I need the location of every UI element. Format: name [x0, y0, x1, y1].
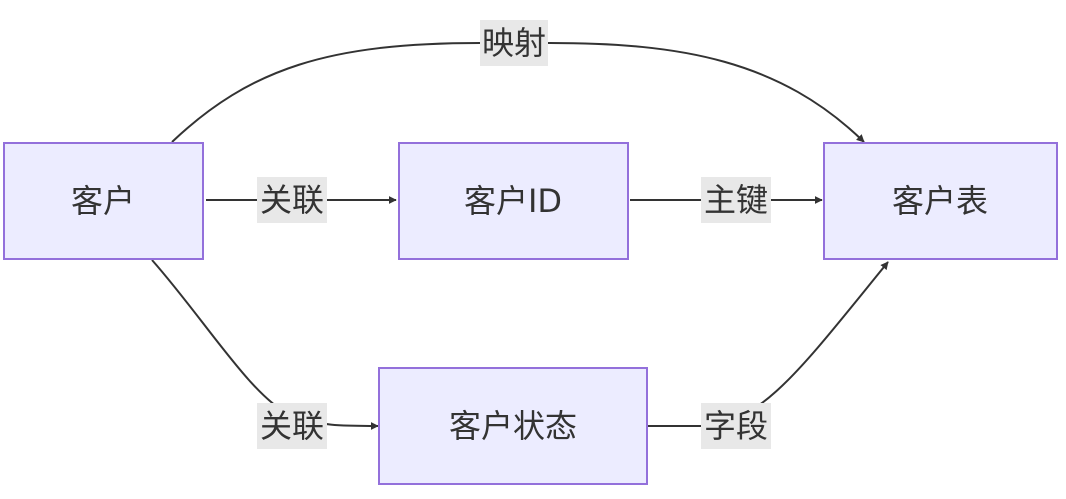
edge-label-assoc-id: 关联	[257, 177, 327, 223]
edge-customer-to-status	[151, 259, 379, 430]
svg-text:关联: 关联	[260, 407, 324, 445]
svg-text:主键: 主键	[704, 181, 768, 219]
edge-status-to-table	[648, 261, 889, 427]
edge-label-field: 字段	[701, 403, 771, 449]
edge-label-pk: 主键	[701, 177, 771, 223]
svg-text:客户表: 客户表	[892, 182, 988, 220]
node-customer-status[interactable]: 客户状态	[378, 367, 648, 485]
svg-text:客户ID: 客户ID	[464, 182, 562, 220]
svg-text:关联: 关联	[260, 181, 324, 219]
svg-text:客户: 客户	[71, 182, 135, 220]
edge-label-assoc-status: 关联	[257, 403, 327, 449]
node-customer-table[interactable]: 客户表	[823, 142, 1058, 260]
edge-label-map: 映射	[480, 20, 548, 66]
node-customer-id[interactable]: 客户ID	[398, 142, 629, 260]
svg-text:字段: 字段	[704, 407, 768, 445]
node-customer[interactable]: 客户	[3, 142, 204, 260]
svg-text:客户状态: 客户状态	[449, 407, 577, 445]
svg-text:映射: 映射	[482, 24, 546, 62]
